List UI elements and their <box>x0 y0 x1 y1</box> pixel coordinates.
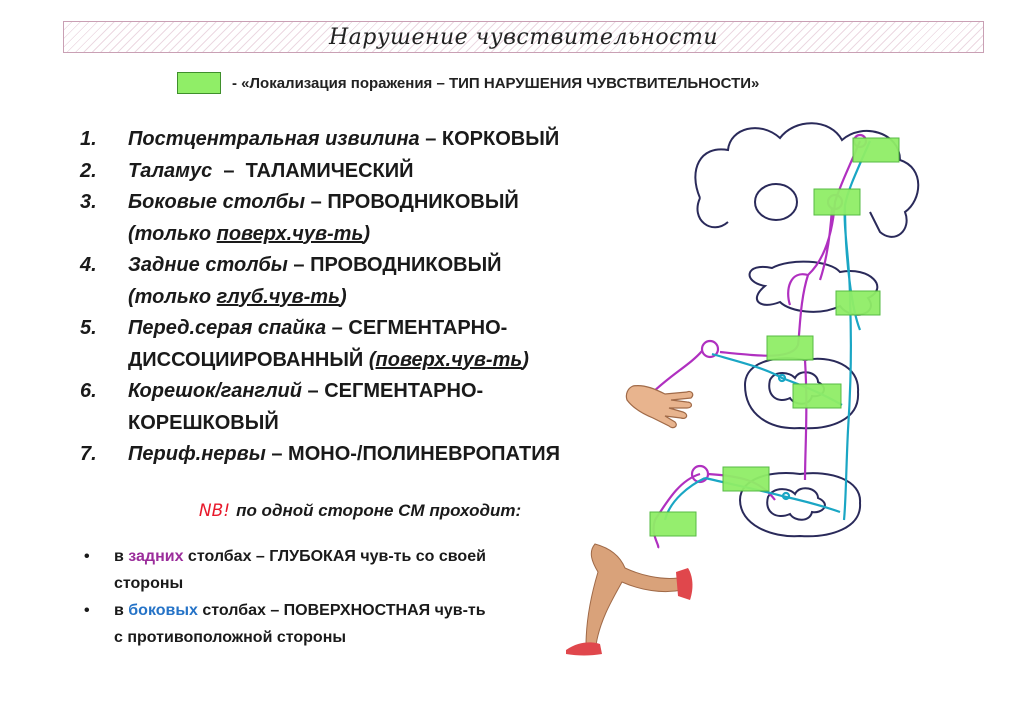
bullet-highlight: задних <box>128 548 184 565</box>
nb-note: NB! по одной стороне СМ проходит: <box>0 501 720 521</box>
list-item: 7. Периф.нервы – МОНО-/ПОЛИНЕВРОПАТИЯ <box>80 439 640 471</box>
lesion-marker-gray-commissure <box>792 383 842 409</box>
hand-icon <box>625 385 694 429</box>
item-separator: – <box>287 254 311 276</box>
item-note: (только глуб.чув-ть) <box>128 286 347 308</box>
list-item: 4. Задние столбы – ПРОВОДНИКОВЫЙ (только … <box>80 250 640 313</box>
decussation-dot-lower <box>781 491 791 501</box>
decussation-dot-upper <box>777 373 787 383</box>
item-location: Задние столбы <box>128 254 288 276</box>
item-location: Таламус <box>128 159 213 182</box>
deep-root-upper <box>649 350 703 396</box>
deep-tract <box>719 140 862 357</box>
bullet-text-cont: с противоположной стороны <box>114 629 347 646</box>
list-item: 5. Перед.серая спайка – СЕГМЕНТАРНО- ДИСС… <box>80 313 640 376</box>
item-type: ПРОВОДНИКОВЫЙ <box>310 254 502 276</box>
legend-text: - «Локализация поражения – ТИП НАРУШЕНИЯ… <box>232 75 760 92</box>
lesion-marker-thalamus <box>813 188 861 216</box>
item-number: 4. <box>80 254 97 276</box>
item-separator: – <box>326 317 349 339</box>
lesion-marker-lateral-column <box>835 290 881 316</box>
item-type: ТАЛАМИЧЕСКИЙ <box>245 159 414 182</box>
ganglion-upper <box>700 339 720 359</box>
bullet-prefix: в <box>114 548 129 565</box>
bullet-item: • в боковых столбах – ПОВЕРХНОСТНАЯ чув-… <box>84 597 584 651</box>
nb-mark: NB! <box>198 501 231 521</box>
list-item: 3. Боковые столбы – ПРОВОДНИКОВЫЙ (только… <box>80 187 640 250</box>
bullet-dot: • <box>84 602 90 619</box>
nb-text: по одной стороне СМ проходит: <box>236 501 522 520</box>
item-type-cont: ДИССОЦИИРОВАННЫЙ <box>128 348 369 371</box>
note-prefix: ( <box>368 348 376 371</box>
note-suffix: ) <box>339 285 347 308</box>
item-number: 2. <box>80 159 97 182</box>
note-suffix: ) <box>522 348 529 371</box>
title-banner: Нарушение чувствительности <box>63 21 984 53</box>
item-type: ПРОВОДНИКОВЫЙ <box>327 191 519 213</box>
thalamus <box>754 183 798 221</box>
cord-section-lower <box>738 472 862 538</box>
item-separator: – <box>212 159 246 182</box>
item-location: Перед.серая спайка <box>128 317 327 339</box>
list-item: 2. Таламус – ТАЛАМИЧЕСКИЙ <box>80 156 640 188</box>
item-separator: – <box>265 443 289 465</box>
bullet-text: столбах – ПОВЕРХНОСТНАЯ чув-ть <box>197 602 486 619</box>
item-separator: – <box>419 128 442 150</box>
item-type: МОНО-/ПОЛИНЕВРОПАТИЯ <box>288 443 560 465</box>
bullet-dot: • <box>84 548 90 565</box>
item-number: 6. <box>80 380 97 402</box>
item-separator: – <box>301 380 325 402</box>
bullet-prefix: в <box>114 602 129 619</box>
note-prefix: (только <box>128 222 217 245</box>
item-type: СЕГМЕНТАРНО- <box>348 317 508 339</box>
item-note: (поверх.чув-ть) <box>369 349 529 371</box>
lesion-marker-root-ganglion <box>722 466 770 492</box>
bullet-item: • в задних столбах – ГЛУБОКАЯ чув-ть со … <box>84 543 584 597</box>
note-underlined: поверх.чув-ть <box>216 222 364 245</box>
lesion-list: 1. Постцентральная извилина – КОРКОВЫЙ 2.… <box>80 124 640 471</box>
item-location: Периф.нервы <box>128 443 266 465</box>
item-number: 1. <box>80 128 97 150</box>
item-type-cont: КОРЕШКОВЫЙ <box>128 411 279 434</box>
bullet-text-cont: стороны <box>114 575 184 592</box>
list-item: 1. Постцентральная извилина – КОРКОВЫЙ <box>80 124 640 156</box>
lesion-marker-cortex <box>852 137 900 163</box>
lesion-marker-posterior-column <box>766 335 814 361</box>
item-location: Корешок/ганглий <box>128 380 302 402</box>
page-title: Нарушение чувствительности <box>328 25 719 50</box>
item-location: Боковые столбы <box>128 191 306 213</box>
gray-matter-lower <box>766 487 826 521</box>
bullet-highlight: боковых <box>128 602 198 619</box>
item-separator: – <box>305 191 328 213</box>
bullet-text: столбах – ГЛУБОКАЯ чув-ть со своей <box>183 548 486 565</box>
note-prefix: (только <box>128 285 217 308</box>
item-number: 3. <box>80 191 97 213</box>
lesion-marker-peripheral-nerve <box>649 511 697 537</box>
bullet-list: • в задних столбах – ГЛУБОКАЯ чув-ть со … <box>84 543 584 651</box>
item-number: 7. <box>80 443 97 465</box>
legend-swatch <box>177 72 221 94</box>
note-suffix: ) <box>363 222 371 245</box>
item-type: СЕГМЕНТАРНО- <box>324 380 484 402</box>
cortex-outline <box>694 122 920 238</box>
note-underlined: глуб.чув-ть <box>216 285 340 308</box>
item-type: КОРКОВЫЙ <box>441 128 560 150</box>
list-item: 6. Корешок/ганглий – СЕГМЕНТАРНО- КОРЕШКО… <box>80 376 640 439</box>
note-underlined: поверх.чув-ть <box>375 348 523 371</box>
item-number: 5. <box>80 317 97 339</box>
leg-icon <box>566 543 693 656</box>
item-location: Постцентральная извилина <box>128 128 420 150</box>
item-note: (только поверх.чув-ть) <box>128 223 370 245</box>
